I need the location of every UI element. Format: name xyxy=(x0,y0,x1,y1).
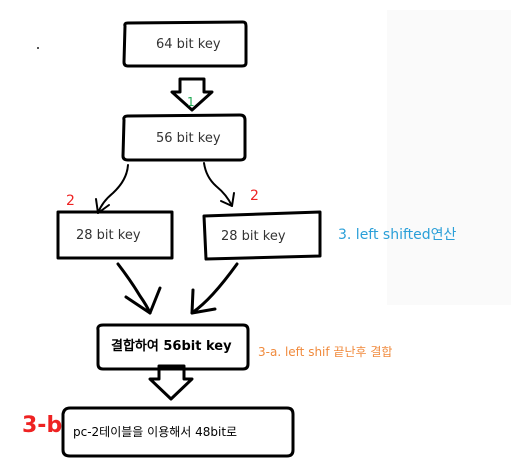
node-56bit-key-box xyxy=(121,113,247,162)
background-panel xyxy=(387,10,511,305)
node-combined-box xyxy=(96,323,250,371)
merge-arrow-right-head xyxy=(190,288,217,315)
step-3a-label: 3-a. left shif 끝난후 결합 xyxy=(258,345,393,359)
step-2-right-label: 2 xyxy=(250,188,259,204)
block-arrow-2 xyxy=(148,364,194,401)
node-64bit-key-label: 64 bit key xyxy=(156,37,221,52)
node-pc2-label: pc-2테이블을 이용해서 48bit로 xyxy=(73,425,238,439)
node-28bit-key-left-label: 28 bit key xyxy=(76,228,141,243)
merge-arrow-right xyxy=(190,262,239,315)
step-3b-label: 3-b xyxy=(22,413,63,438)
stray-dot xyxy=(37,47,39,49)
node-64bit-key-box xyxy=(122,20,248,68)
node-pc2-box xyxy=(61,406,295,458)
merge-arrow-left-head xyxy=(124,286,162,315)
node-combined-label: 결합하여 56bit key xyxy=(111,339,232,354)
step-3-label: 3. left shifted연산 xyxy=(338,227,457,243)
node-56bit-key-label: 56 bit key xyxy=(156,131,221,146)
block-arrow-1 xyxy=(170,77,214,112)
split-arrow-right-head xyxy=(220,192,235,207)
node-28bit-key-right-box xyxy=(202,210,322,261)
split-arrow-right xyxy=(203,162,233,207)
step-1-label: 1 xyxy=(187,95,195,109)
merge-arrow-left xyxy=(116,262,152,315)
split-arrow-left xyxy=(97,164,129,214)
step-2-left-label: 2 xyxy=(66,193,75,209)
node-28bit-key-right-label: 28 bit key xyxy=(221,229,286,244)
node-28bit-key-left-box xyxy=(56,210,174,260)
